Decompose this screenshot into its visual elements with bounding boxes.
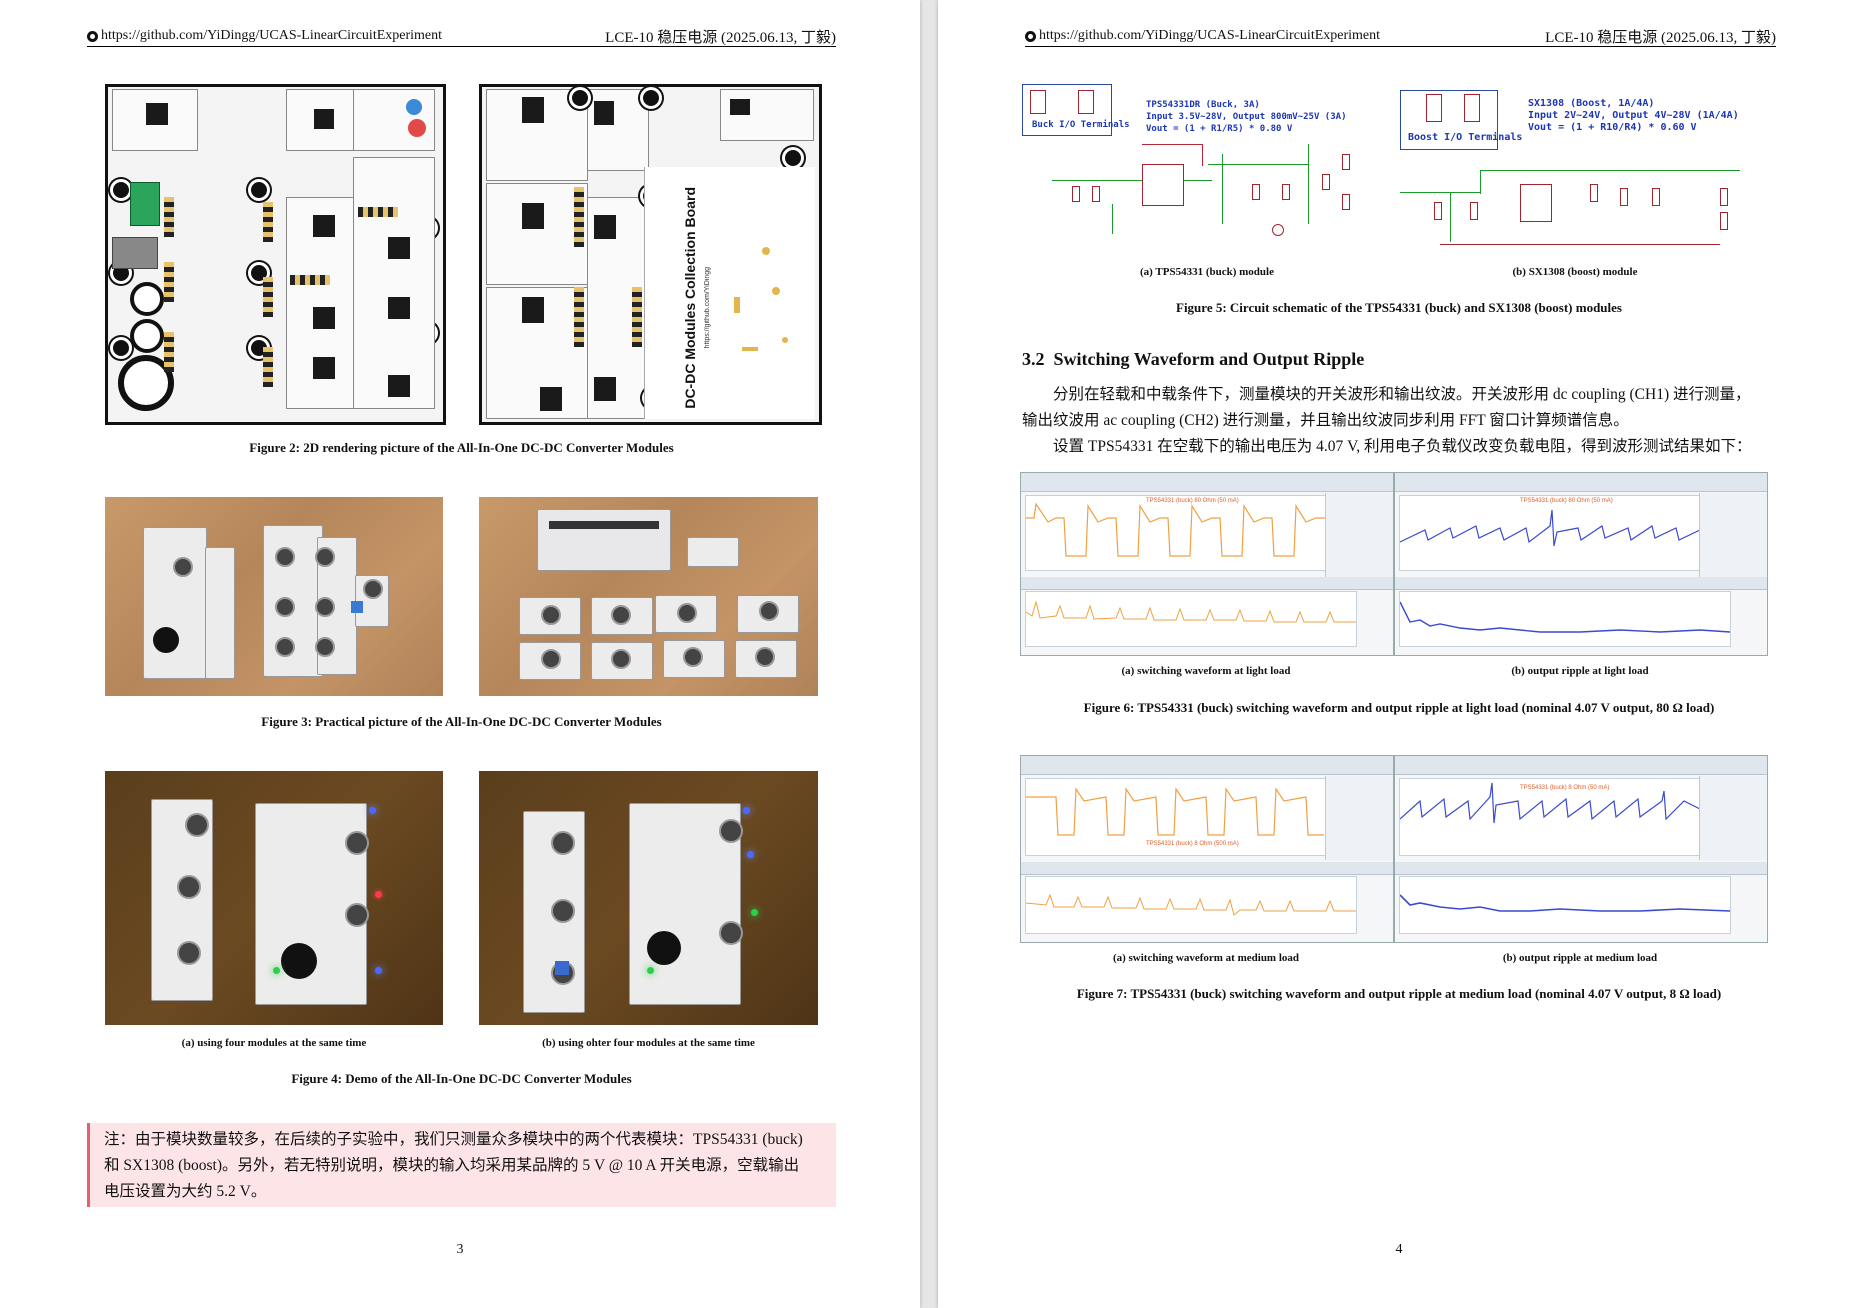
figure-6a-caption: (a) switching waveform at light load	[1121, 665, 1291, 677]
scope-trace-label: TPS54331 (buck) 8 Ohm (500 mA)	[1146, 841, 1239, 847]
note-line: 注：由于模块数量较多，在后续的子实验中，我们只测量众多模块中的两个代表模块：TP…	[104, 1131, 803, 1148]
buck-io-label: Buck I/O Terminals	[1032, 120, 1130, 130]
github-icon	[1025, 30, 1036, 42]
paragraph-line: 设置 TPS54331 在空载下的输出电压为 4.07 V, 利用电子负载仪改变…	[1053, 438, 1752, 455]
section-number: 3.2	[1022, 349, 1045, 369]
figure-5a-caption: (a) TPS54331 (buck) module	[1140, 266, 1274, 278]
pcb-board-title: DC-DC Modules Collection Board	[682, 187, 698, 409]
ripple-waveform-medium	[1399, 782, 1701, 824]
figure-4-caption: Figure 4: Demo of the All-In-One DC-DC C…	[291, 1071, 632, 1086]
fft-spectrum-light-sw	[1025, 600, 1356, 623]
note-box: 注：由于模块数量较多，在后续的子实验中，我们只测量众多模块中的两个代表模块：TP…	[87, 1123, 836, 1207]
paragraph-line: 分别在轻载和中载条件下，测量模块的开关波形和输出纹波。开关波形用 dc coup…	[1053, 386, 1751, 403]
figure-4b-caption: (b) using ohter four modules at the same…	[542, 1037, 755, 1049]
pot-icon	[406, 99, 422, 115]
boost-title-line: Vout = (1 + R10/R4) * 0.60 V	[1528, 122, 1697, 133]
photo-modules-side-view	[479, 497, 818, 696]
page-3: https://github.com/YiDingg/UCAS-LinearCi…	[0, 0, 920, 1308]
boost-title-line: SX1308 (Boost, 1A/4A)	[1528, 98, 1655, 109]
switching-waveform-medium	[1026, 787, 1324, 836]
paragraph-line: 输出纹波用 ac coupling (CH2) 进行测量，并且输出纹波同步利用 …	[1022, 412, 1629, 429]
figure-5b-caption: (b) SX1308 (boost) module	[1512, 266, 1638, 278]
pcb-rendering-modules	[105, 84, 446, 425]
boost-schematic: Boost I/O Terminals SX1308 (Boost, 1A/4A…	[1390, 84, 1760, 254]
ripple-waveform-light	[1399, 509, 1701, 547]
page-number: 4	[1395, 1242, 1403, 1257]
figure-7a-caption: (a) switching waveform at medium load	[1112, 952, 1300, 964]
buck-title-line: TPS54331DR (Buck, 3A)	[1146, 100, 1260, 110]
header-url[interactable]: https://github.com/YiDingg/UCAS-LinearCi…	[101, 28, 443, 43]
paragraph-1: 分别在轻载和中载条件下，测量模块的开关波形和输出纹波。开关波形用 dc coup…	[1022, 382, 1776, 434]
fft-spectrum-medium-rip	[1399, 894, 1731, 912]
photo-demo-other-four-modules	[479, 771, 818, 1025]
scope-trace-label: TPS54331 (buck) 80 Ohm (50 mA)	[1146, 498, 1239, 504]
figure-6b-caption: (b) output ripple at light load	[1511, 665, 1649, 677]
page-header: https://github.com/YiDingg/UCAS-LinearCi…	[87, 26, 836, 47]
photo-modules-top-view	[105, 497, 443, 696]
boost-io-label: Boost I/O Terminals	[1408, 132, 1523, 143]
figure-7-caption: Figure 7: TPS54331 (buck) switching wave…	[1076, 986, 1722, 1001]
figure-4a-caption: (a) using four modules at the same time	[181, 1037, 367, 1049]
figure-3-caption: Figure 3: Practical picture of the All-I…	[261, 714, 662, 729]
scope-switching-light: TPS54331 (buck) 80 Ohm (50 mA)	[1020, 472, 1394, 656]
fft-spectrum-medium-sw	[1025, 893, 1356, 916]
note-line: 和 SX1308 (boost)。另外，若无特别说明，模块的输入均采用某品牌的 …	[104, 1157, 800, 1174]
buck-schematic: Buck I/O Terminals TPS54331DR (Buck, 3A)…	[1022, 84, 1392, 254]
figure-7b-caption: (b) output ripple at medium load	[1502, 952, 1658, 964]
scope-trace-label: TPS54331 (buck) 8 Ohm (50 mA)	[1520, 785, 1610, 791]
scope-trace-label: TPS54331 (buck) 80 Ohm (50 mA)	[1520, 498, 1613, 504]
header-doc-title: LCE-10 稳压电源 (2025.06.13, 丁毅)	[1545, 30, 1776, 46]
figure-6-caption: Figure 6: TPS54331 (buck) switching wave…	[1083, 700, 1715, 715]
boost-title-line: Input 2V~24V, Output 4V~28V (1A/4A)	[1528, 110, 1739, 121]
figure-5-caption: Figure 5: Circuit schematic of the TPS54…	[1176, 300, 1622, 315]
header-doc-title: LCE-10 稳压电源 (2025.06.13, 丁毅)	[605, 30, 836, 46]
section-heading: 3.2 Switching Waveform and Output Ripple	[1022, 349, 1364, 370]
header-url[interactable]: https://github.com/YiDingg/UCAS-LinearCi…	[1039, 28, 1381, 43]
pcb-rendering-collection-board: DC-DC Modules Collection Board https://g…	[479, 84, 822, 425]
buck-title-line: Input 3.5V~28V, Output 800mV~25V (3A)	[1146, 112, 1347, 122]
page-4: https://github.com/YiDingg/UCAS-LinearCi…	[938, 0, 1860, 1308]
figure-2-caption: Figure 2: 2D rendering picture of the Al…	[249, 440, 674, 455]
note-line: 电压设置为大约 5.2 V。	[104, 1183, 267, 1200]
section-title: Switching Waveform and Output Ripple	[1053, 349, 1365, 369]
scope-ripple-medium: TPS54331 (buck) 8 Ohm (50 mA)	[1394, 755, 1768, 943]
pcb-board-url: https://github.com/YiDingg	[704, 267, 711, 349]
scope-switching-medium: TPS54331 (buck) 8 Ohm (500 mA)	[1020, 755, 1394, 943]
github-icon	[87, 30, 98, 42]
buck-title-line: Vout = (1 + R1/R5) * 0.80 V	[1146, 124, 1293, 134]
photo-demo-four-modules	[105, 771, 443, 1025]
paragraph-2: 设置 TPS54331 在空载下的输出电压为 4.07 V, 利用电子负载仪改变…	[1022, 434, 1776, 460]
switching-waveform-light	[1026, 502, 1326, 557]
page-number: 3	[456, 1242, 464, 1257]
page-header: https://github.com/YiDingg/UCAS-LinearCi…	[1025, 26, 1776, 47]
scope-ripple-light: TPS54331 (buck) 80 Ohm (50 mA)	[1394, 472, 1768, 656]
fft-spectrum-light-rip	[1399, 601, 1731, 633]
